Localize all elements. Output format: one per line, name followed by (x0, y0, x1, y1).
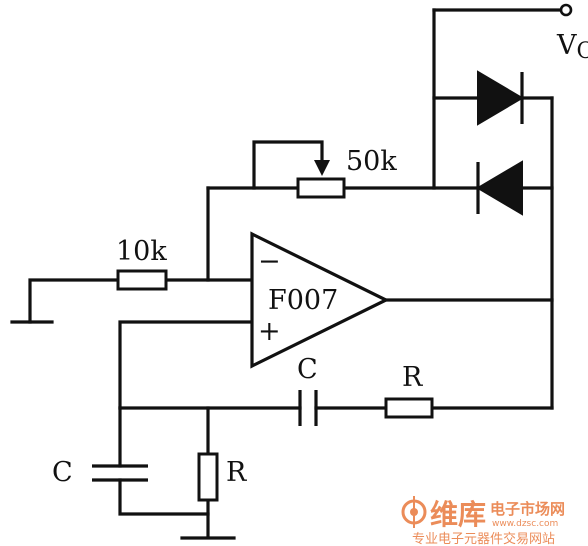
watermark-brand: 维库 (430, 498, 486, 531)
shunt-resistor (197, 452, 219, 502)
opamp-inverting-symbol: − (258, 246, 281, 277)
watermark-slogan: 专业电子元器件交易网站 (412, 531, 555, 546)
watermark: 维库 电子市场网 www.dzsc.com 专业电子元器件交易网站 (401, 496, 565, 546)
wire-shunt-c-bottom (118, 478, 210, 516)
series-capacitor-label: C (297, 354, 318, 385)
pot-wiper-arrow (314, 160, 330, 176)
diode-upper (477, 70, 524, 126)
wire-input-left (28, 278, 120, 324)
input-resistor-label: 10k (116, 236, 167, 267)
wire-noninverting (118, 320, 254, 410)
potentiometer-label: 50k (346, 146, 397, 177)
output-label: VO (556, 30, 588, 64)
diode-upper-body (477, 70, 524, 126)
shunt-capacitor-label: C (52, 457, 73, 488)
watermark-brand-sub: 电子市场网 (490, 500, 565, 518)
opamp-label: F007 (268, 285, 338, 316)
diode-lower-body (476, 160, 523, 216)
opamp-noninverting-symbol: + (258, 316, 281, 347)
series-resistor (384, 397, 434, 419)
wires (10, 8, 564, 540)
opamp-body (250, 231, 390, 369)
output-label-subscript: O (577, 39, 588, 64)
diode-lower (476, 160, 523, 216)
output-terminal (559, 3, 573, 17)
watermark-url: www.dzsc.com (492, 519, 558, 529)
wire-pot-wiper (252, 140, 324, 190)
input-resistor (116, 269, 168, 291)
shunt-resistor-label: R (226, 457, 247, 488)
output-label-main: V (556, 30, 577, 61)
potentiometer (296, 177, 346, 199)
watermark-logo-icon (401, 496, 427, 528)
series-resistor-label: R (402, 362, 423, 393)
